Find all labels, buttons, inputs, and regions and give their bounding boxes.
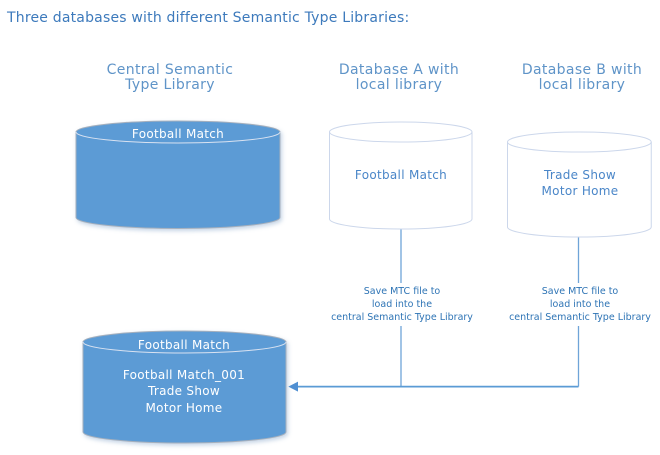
save-mtc-note-database-a: Save MTC file to load into the central S… (324, 283, 480, 326)
arrowhead-left-icon (288, 381, 298, 392)
save-mtc-note-database-b: Save MTC file to load into the central S… (502, 283, 658, 326)
central-result-contents: Football Match_001 Trade Show Motor Home (122, 368, 246, 415)
cylinder-central-result[interactable] (82, 330, 287, 444)
connector-merge-arrow (288, 381, 579, 392)
cylinder-central-library[interactable] (75, 120, 281, 229)
header-central-library: Central Semantic Type Library (106, 62, 234, 93)
central-library-label: Football Match (131, 127, 225, 141)
database-a-label: Football Match (354, 168, 448, 182)
cylinder-database-a[interactable] (329, 121, 473, 230)
database-b-label: Trade Show Motor Home (541, 168, 619, 198)
diagram-title: Three databases with different Semantic … (7, 10, 410, 26)
central-result-lid-label: Football Match (137, 338, 231, 352)
header-database-b: Database B with local library (521, 62, 643, 93)
header-database-a: Database A with local library (338, 62, 460, 93)
cylinder-database-b[interactable] (507, 131, 652, 238)
